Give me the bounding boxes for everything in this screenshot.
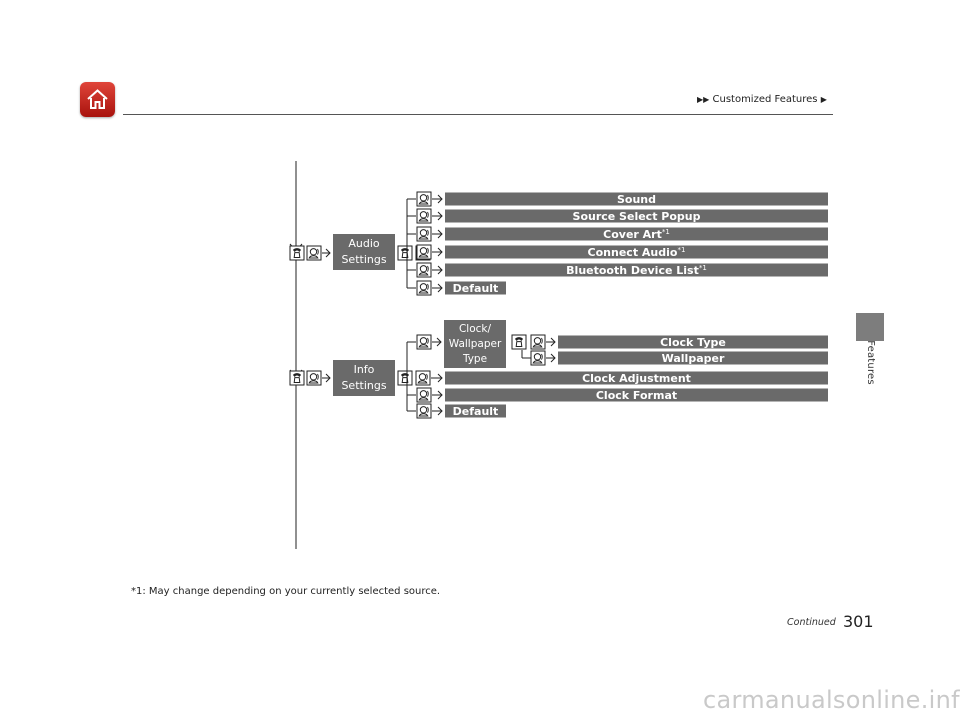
- menu-item-bar: [445, 245, 828, 259]
- info-settings-node[interactable]: Info Settings: [333, 360, 395, 396]
- clock-wallpaper-label-2: Wallpaper: [449, 338, 502, 350]
- menu-item-bar: [445, 263, 828, 277]
- menu-item-label: Clock Adjustment: [582, 372, 691, 385]
- talk-icon: [416, 208, 432, 224]
- clock-wallpaper-label-1: Clock/: [459, 323, 492, 335]
- breadcrumb-arrow-icon: ▶: [820, 95, 827, 104]
- menu-item-label: Connect Audio*1: [588, 246, 686, 259]
- menu-item-default[interactable]: Default: [416, 403, 506, 419]
- menu-item-source-select-popup[interactable]: Source Select Popup: [416, 208, 828, 224]
- menu-item-bar: [445, 192, 828, 206]
- footnote-marker: *1: [677, 246, 685, 254]
- menu-item-label: Default: [453, 282, 499, 295]
- talk-icon: [530, 334, 546, 350]
- talk-icon: [416, 280, 432, 296]
- footnote: *1: May change depending on your current…: [131, 586, 441, 597]
- menu-item-wallpaper[interactable]: Wallpaper: [530, 350, 828, 366]
- talk-icon: [416, 262, 432, 278]
- audio-branch-lines: [406, 198, 416, 289]
- menu-item-label: Sound: [617, 193, 656, 206]
- audio-entry: [289, 245, 331, 261]
- breadcrumb-arrow-icon: ▶▶: [697, 95, 710, 104]
- talk-icon: [416, 244, 432, 260]
- phone-icon: [511, 334, 527, 350]
- talk-icon: [416, 334, 432, 350]
- info-settings-label-1: Info: [354, 363, 375, 376]
- audio-settings-node[interactable]: Audio Settings: [333, 234, 395, 270]
- phone-icon: [397, 370, 413, 386]
- talk-icon: [306, 370, 322, 386]
- menu-item-bar: [445, 209, 828, 223]
- clock-wallpaper-type-node[interactable]: Clock/ Wallpaper Type: [444, 320, 506, 368]
- menu-item-connect-audio[interactable]: Connect Audio*1: [416, 244, 828, 260]
- continued-label: Continued: [787, 617, 836, 628]
- menu-item-bar: [445, 281, 506, 295]
- clock-wallpaper-label-3: Type: [462, 353, 487, 365]
- menu-item-label: Wallpaper: [662, 352, 725, 365]
- breadcrumb-label: Customized Features: [712, 94, 818, 105]
- footnote-marker: *1: [699, 264, 707, 272]
- talk-icon: [415, 370, 431, 386]
- talk-icon: [416, 387, 432, 403]
- info-entry: [289, 370, 331, 386]
- header-rule: [123, 114, 833, 115]
- footnote-marker: *1: [662, 228, 670, 236]
- home-button[interactable]: [80, 82, 115, 117]
- phone-icon: [397, 245, 413, 261]
- main-spine: [289, 161, 303, 549]
- menu-item-clock-adjustment[interactable]: Clock Adjustment: [431, 371, 828, 386]
- info-exit: [397, 370, 431, 386]
- page-number: 301: [843, 612, 874, 631]
- home-icon: [87, 89, 108, 109]
- talk-icon: [530, 350, 546, 366]
- menu-item-bar: [445, 388, 828, 402]
- phone-icon: [289, 245, 305, 261]
- menu-item-bluetooth-device-list[interactable]: Bluetooth Device List*1: [416, 262, 828, 278]
- menu-item-sound[interactable]: Sound: [416, 191, 828, 207]
- menu-item-bar: [445, 227, 828, 241]
- info-settings-label-2: Settings: [341, 379, 386, 392]
- breadcrumb[interactable]: ▶▶ Customized Features ▶: [697, 94, 827, 105]
- menu-item-bar: [558, 351, 828, 365]
- clock-wallpaper-branch-lines: [521, 337, 556, 359]
- menu-item-cover-art[interactable]: Cover Art*1: [416, 226, 828, 242]
- talk-icon: [416, 403, 432, 419]
- menu-item-label: Clock Type: [660, 336, 726, 349]
- menu-item-label: Bluetooth Device List*1: [566, 264, 707, 277]
- clock-wallpaper-entry: [416, 334, 442, 350]
- menu-item-label: Source Select Popup: [573, 210, 701, 223]
- menu-item-bar: [558, 335, 828, 349]
- talk-icon: [416, 191, 432, 207]
- menu-item-bar: [445, 404, 506, 418]
- clock-wallpaper-exit: [511, 334, 546, 350]
- section-tab[interactable]: [856, 313, 884, 341]
- audio-settings-label-2: Settings: [341, 253, 386, 266]
- audio-settings-label-1: Audio: [348, 237, 380, 250]
- info-branch-lines: [406, 341, 416, 412]
- talk-icon: [416, 226, 432, 242]
- menu-item-default[interactable]: Default: [416, 280, 506, 296]
- talk-icon: [306, 245, 322, 261]
- menu-item-bar: [445, 371, 828, 385]
- menu-item-clock-type[interactable]: Clock Type: [558, 335, 828, 350]
- phone-icon: [289, 370, 305, 386]
- watermark: carmanualsonline.info: [703, 686, 960, 714]
- menu-item-clock-format[interactable]: Clock Format: [416, 387, 828, 403]
- menu-item-label: Default: [453, 405, 499, 418]
- menu-item-label: Cover Art*1: [603, 228, 670, 241]
- menu-item-label: Clock Format: [596, 389, 677, 402]
